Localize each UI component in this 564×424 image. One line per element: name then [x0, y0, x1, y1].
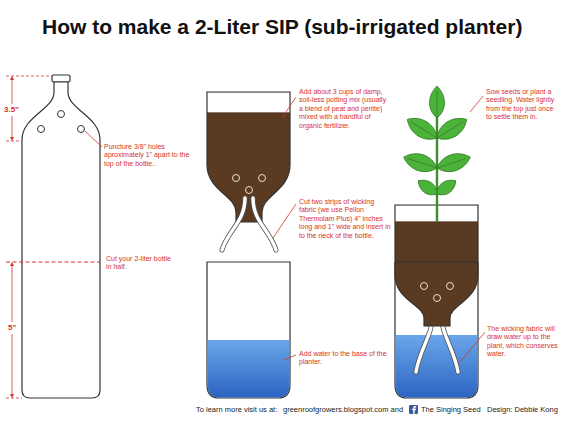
callout-note: Cut your 2-liter bottle in half.	[106, 255, 172, 272]
callout-note: Puncture 3/8" holes aproximately 1" apar…	[104, 143, 196, 168]
footer-text: The Singing Seed	[421, 405, 481, 414]
facebook-icon	[409, 405, 418, 414]
bottle-top-with-soil	[207, 92, 290, 250]
dimension-lines	[6, 76, 100, 398]
footer-link: greenroofgrowers.blogspot.com and	[283, 405, 403, 414]
callout-note: Add water to the base of the planter.	[299, 350, 389, 367]
callout-note: Sow seeds or plant a seedling. Water lig…	[486, 88, 560, 122]
callout-note: Cut two strips of wicking fabric (we use…	[299, 198, 391, 240]
callout-note: The wicking fabric will draw water up to…	[487, 325, 560, 359]
assembled-planter	[395, 205, 478, 398]
seedling	[401, 86, 473, 222]
footer-credit: Design: Debbie Kong	[487, 405, 558, 414]
footer-text: To learn more visit us at:	[196, 405, 277, 414]
bottle-base-with-water	[207, 262, 290, 398]
title: How to make a 2-Liter SIP (sub-irrigated…	[42, 14, 522, 39]
icon-glyph	[413, 406, 417, 414]
icon-ground	[409, 405, 418, 414]
dimension-label: 3.5"	[3, 104, 20, 116]
callout-note: Add about 3 cups of damp, soil-less pott…	[299, 88, 391, 130]
leader-lines	[85, 96, 485, 362]
whole-bottle	[22, 75, 100, 398]
dimension-label: 5"	[7, 322, 17, 334]
